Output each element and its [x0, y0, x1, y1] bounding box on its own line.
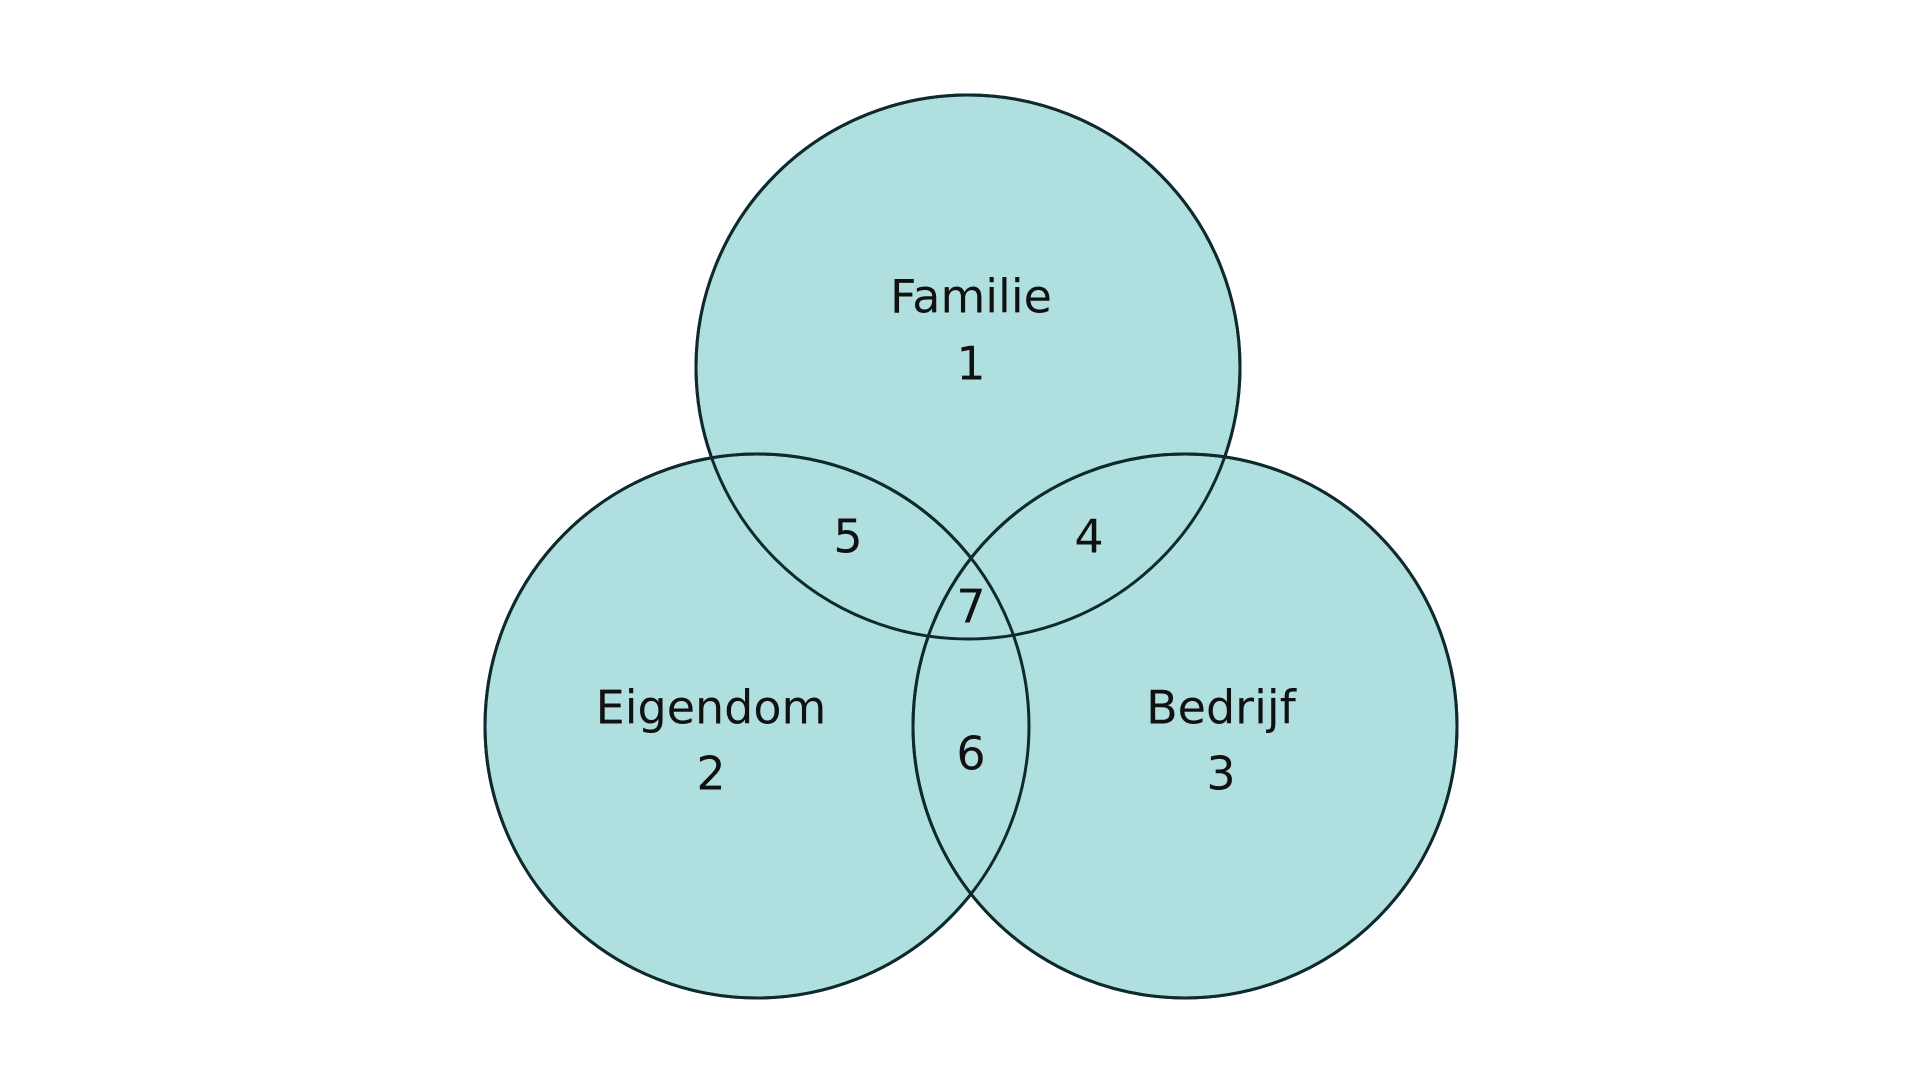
outline-bedrijf: [911, 452, 1459, 1000]
intersection-all-three: 7: [956, 580, 985, 634]
label-familie: Familie: [890, 270, 1052, 324]
number-familie: 1: [956, 337, 985, 391]
number-bedrijf: 3: [1206, 747, 1235, 801]
intersection-eigendom-bedrijf: 6: [956, 727, 985, 781]
label-eigendom: Eigendom: [596, 681, 827, 735]
label-bedrijf: Bedrijf: [1146, 681, 1298, 735]
number-eigendom: 2: [696, 747, 725, 801]
outline-familie: [694, 93, 1242, 641]
intersection-familie-eigendom: 5: [833, 510, 862, 564]
intersection-familie-bedrijf: 4: [1074, 510, 1103, 564]
outline-eigendom: [483, 452, 1031, 1000]
